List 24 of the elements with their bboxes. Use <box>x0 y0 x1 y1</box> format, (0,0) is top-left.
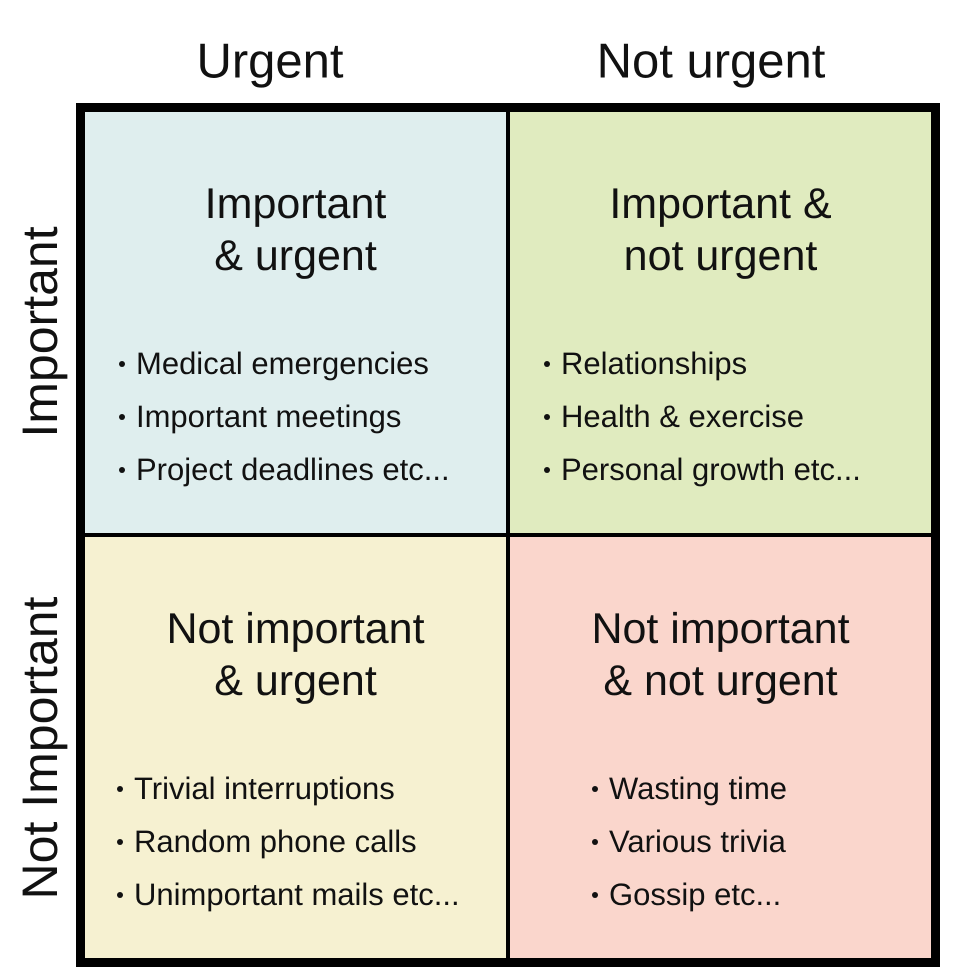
bullet-text: Random phone calls <box>134 824 417 860</box>
bullet-text: Personal growth etc... <box>561 452 861 488</box>
bullet-text: Trivial interruptions <box>134 770 395 806</box>
bullet-text: Project deadlines etc... <box>136 452 450 488</box>
bullet-text: Various trivia <box>609 824 786 860</box>
quadrant-heading: Important & urgent <box>204 179 388 282</box>
quadrant-heading: Not important & urgent <box>165 604 426 707</box>
quadrant-panel <box>85 112 506 533</box>
bullet-text: Health & exercise <box>561 398 804 434</box>
axis-label: Urgent <box>196 38 344 86</box>
quadrant-panel <box>510 112 931 533</box>
bullet-text: Relationships <box>561 346 748 382</box>
quadrant-panel <box>510 537 931 958</box>
axis-label: Not Important <box>15 596 65 900</box>
bullet-text: Wasting time <box>609 770 788 806</box>
bullet-text: Gossip etc... <box>609 876 782 912</box>
bullet-text: Medical emergencies <box>136 346 429 382</box>
axis-label: Not urgent <box>596 38 826 86</box>
bullet-text: Unimportant mails etc... <box>134 876 460 912</box>
axis-label: Important <box>15 226 65 438</box>
bullet-text: Important meetings <box>136 398 402 434</box>
quadrant-panel <box>85 537 506 958</box>
quadrant-heading: Not important & not urgent <box>590 604 851 707</box>
quadrant-heading: Important & not urgent <box>608 179 833 282</box>
